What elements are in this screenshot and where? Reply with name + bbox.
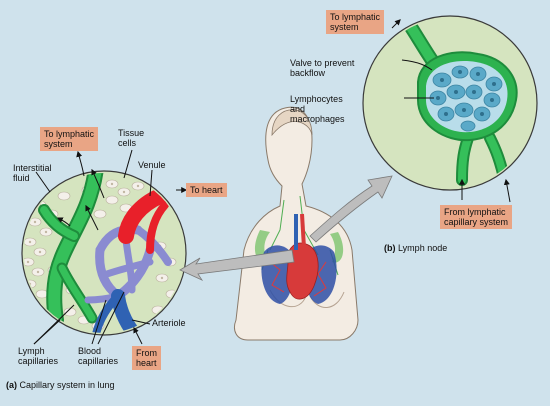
arteriole-drawing	[92, 289, 147, 333]
human-torso-figure	[234, 106, 359, 341]
label-venule: Venule	[138, 160, 166, 170]
label-interstitial-fluid: Interstitial fluid	[13, 163, 52, 183]
tissue-cells	[24, 173, 184, 333]
label-lymphocytes: Lymphocytes and macrophages	[290, 94, 345, 124]
label-lymph-capillaries: Lymph capillaries	[18, 346, 59, 366]
leader-lines-b	[391, 19, 511, 203]
label-from-lymphatic: From lymphatic capillary system	[440, 205, 513, 229]
label-blood-capillaries: Blood capillaries	[78, 346, 119, 366]
label-from-heart: From heart	[132, 346, 161, 370]
caption-b-text: Lymph node	[398, 243, 448, 253]
pointer-arrow-a	[179, 249, 295, 281]
leader-lines-a	[33, 149, 188, 345]
caption-b: (b) Lymph node	[384, 243, 447, 253]
caption-b-letter: (b)	[384, 243, 396, 253]
label-to-heart: To heart	[186, 183, 227, 197]
label-to-lymphatic-b: To lymphatic system	[326, 10, 385, 34]
caption-a-letter: (a)	[6, 380, 17, 390]
label-to-lymphatic-a: To lymphatic system	[40, 127, 99, 151]
label-tissue-cells: Tissue cells	[118, 128, 145, 148]
pointer-arrow-b	[309, 175, 393, 243]
caption-a: (a) Capillary system in lung	[6, 380, 115, 390]
label-valve: Valve to prevent backflow	[290, 58, 355, 78]
lymph-capillaries-drawing	[38, 173, 104, 328]
capillary-circle	[21, 170, 187, 336]
caption-a-text: Capillary system in lung	[19, 380, 115, 390]
lymph-node-circle	[362, 15, 538, 191]
label-arteriole: Arteriole	[152, 318, 186, 328]
